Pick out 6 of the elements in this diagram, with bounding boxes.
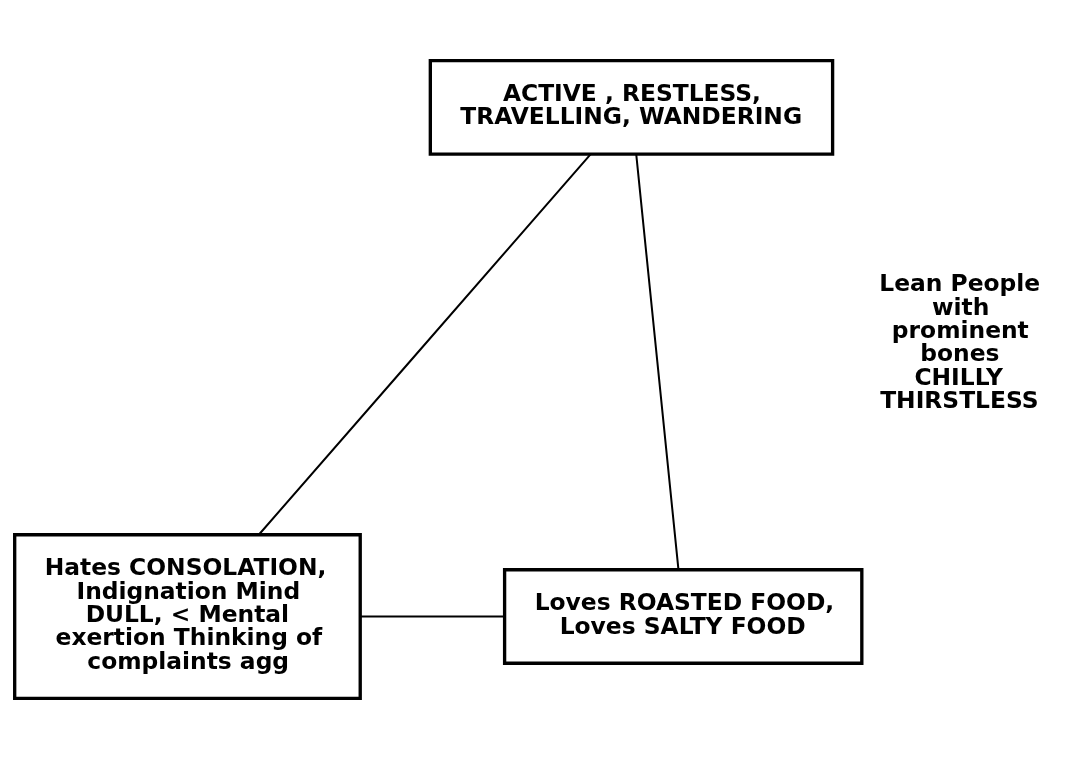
connector — [257, 153, 592, 536]
connector — [359, 615, 506, 618]
node-box: Loves ROASTED FOOD, Loves SALTY FOOD — [502, 568, 864, 665]
node-box: ACTIVE , RESTLESS, TRAVELLING, WANDERING — [428, 59, 835, 156]
node-box: Hates CONSOLATION, Indignation Mind DULL, < Mental exertion Thinking of complaints agg — [13, 533, 362, 700]
connector — [635, 153, 680, 571]
